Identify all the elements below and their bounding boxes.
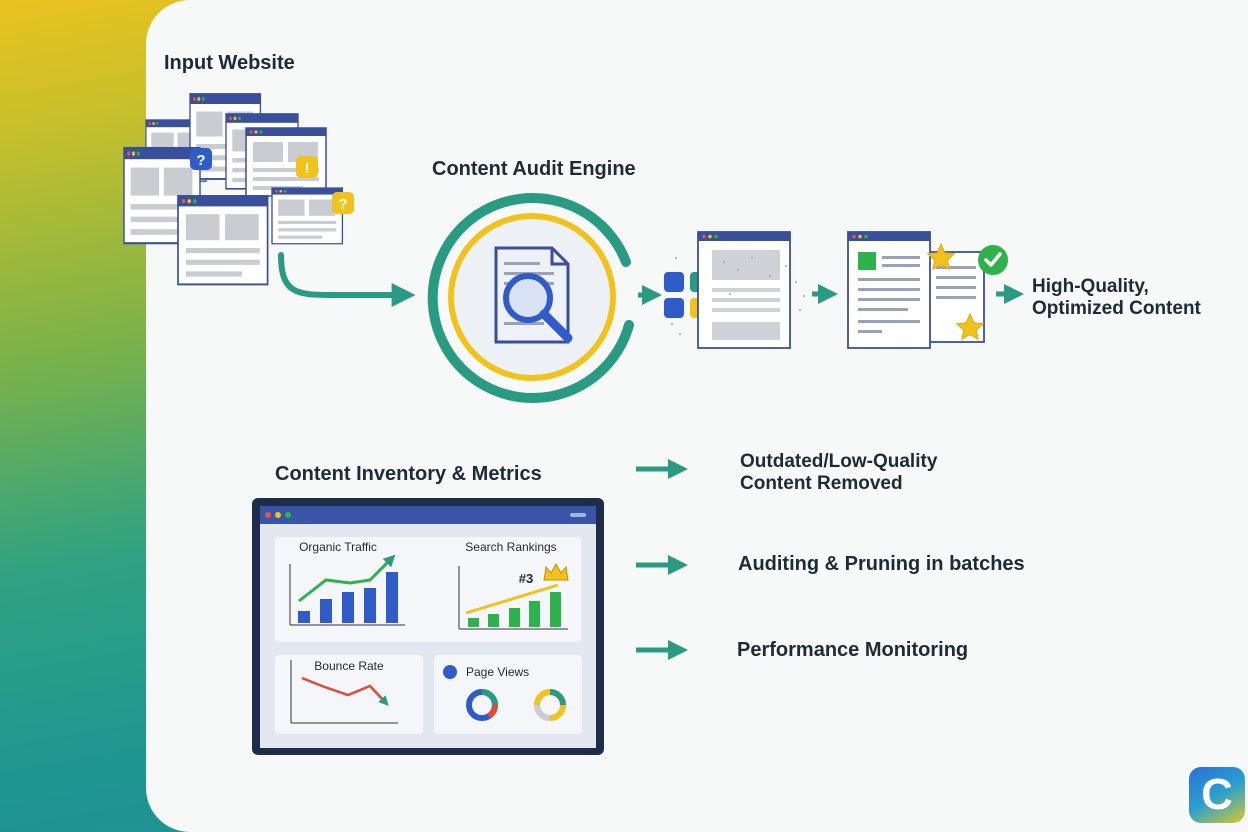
outcome-removed-label: Outdated/Low-Quality Content Removed [740, 451, 937, 495]
input-pages [122, 93, 344, 286]
outcome-pruning-label: Auditing & Pruning in batches [738, 553, 1025, 575]
engine-ring [427, 193, 634, 403]
svg-text:?: ? [196, 152, 205, 169]
page-views-title: Page Views [466, 665, 529, 679]
audit-engine [427, 193, 634, 403]
warning-icon: ! [296, 156, 318, 178]
output-label: High-Quality, Optimized Content [1032, 276, 1201, 320]
output-label-line-1: High-Quality, [1032, 276, 1149, 297]
outcome-removed-line-1: Outdated/Low-Quality [740, 451, 938, 472]
processed-page [671, 231, 805, 349]
svg-text:!: ! [305, 160, 310, 177]
donut-chart [534, 689, 566, 721]
metrics-dashboard: Organic Traffic Search Rankings #3 Bounc… [252, 498, 604, 755]
brand-logo: C [1189, 767, 1245, 823]
donut-chart [466, 689, 499, 721]
page-thumbnail [271, 187, 344, 245]
page-thumbnail [177, 195, 269, 286]
input-website-label: Input Website [164, 52, 295, 74]
inventory-label: Content Inventory & Metrics [275, 463, 542, 485]
rank-label: #3 [519, 571, 533, 586]
outcome-removed-line-2: Content Removed [740, 473, 903, 494]
magnifier-icon [503, 273, 573, 343]
star-icon [955, 312, 985, 341]
check-icon [978, 245, 1008, 275]
organic-traffic-title: Organic Traffic [299, 540, 377, 554]
warning-icon: ? [332, 192, 354, 214]
engine-label: Content Audit Engine [432, 158, 636, 180]
question-icon: ? [190, 148, 212, 170]
search-rankings-title: Search Rankings [465, 540, 556, 554]
star-icon [926, 242, 956, 271]
flow-arrow-input [278, 252, 416, 307]
crown-icon [543, 562, 569, 581]
optimized-page [847, 231, 1008, 349]
outcome-monitoring-label: Performance Monitoring [737, 639, 969, 661]
output-label-line-2: Optimized Content [1032, 298, 1201, 319]
svg-text:?: ? [338, 196, 347, 213]
bounce-rate-title: Bounce Rate [314, 659, 384, 673]
